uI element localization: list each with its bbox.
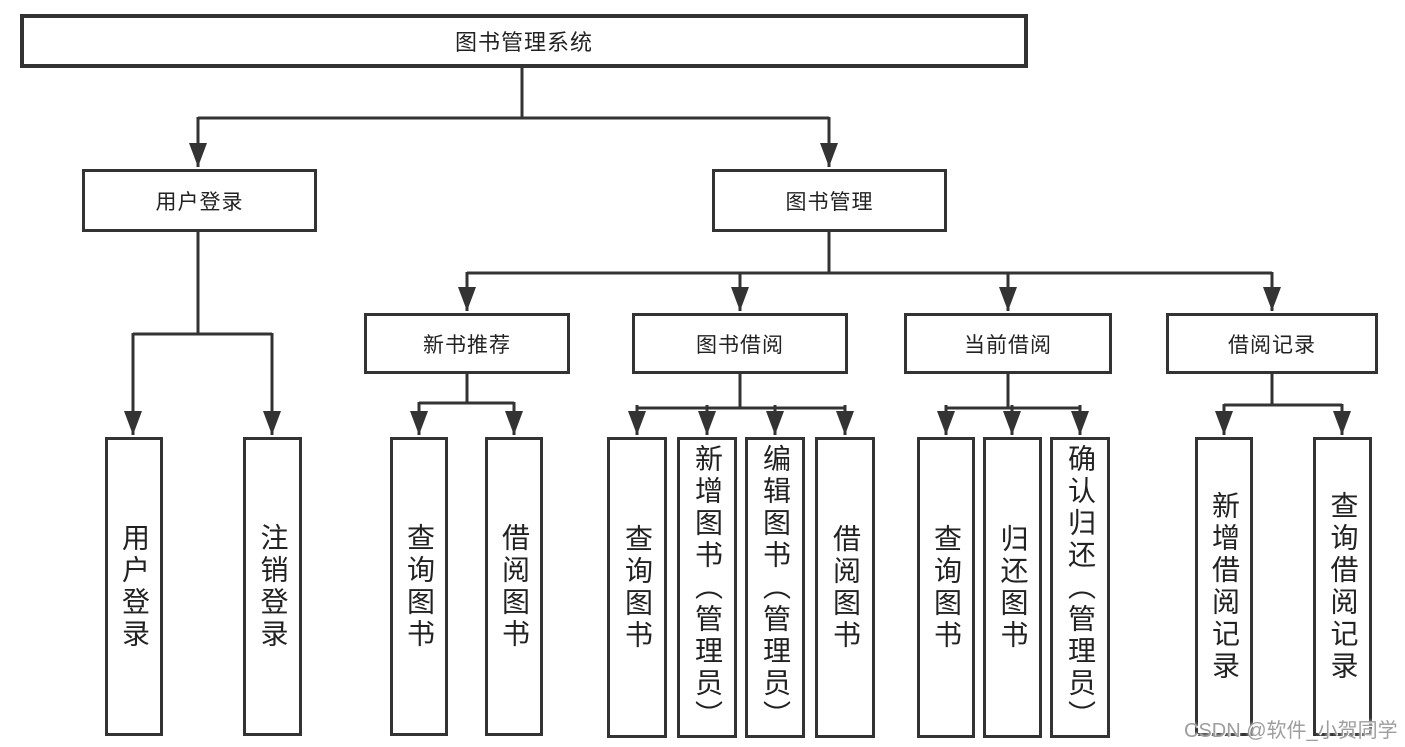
leaf-br-add-record: 新增借阅记录 (1195, 437, 1253, 736)
leaf-bb-query-books-label: 查询图书 (622, 523, 653, 652)
node-new-book-recommend-label: 新书推荐 (423, 333, 511, 357)
node-user-login: 用户登录 (82, 169, 317, 232)
leaf-logout-label: 注销登录 (257, 522, 289, 651)
csdn-watermark: CSDN @软件_小贺同学 (1184, 720, 1398, 742)
leaf-br-query-record: 查询借阅记录 (1313, 437, 1372, 736)
leaf-nb-query-books: 查询图书 (390, 437, 448, 736)
leaf-br-add-record-label: 新增借阅记录 (1209, 490, 1240, 683)
leaf-cb-confirm-return-label: 确认归还（管理员） (1065, 443, 1096, 732)
leaf-cb-query-books-label: 查询图书 (931, 523, 962, 652)
leaf-cb-return-books-label: 归还图书 (997, 523, 1029, 652)
node-book-borrowing-label: 图书借阅 (696, 333, 784, 357)
leaf-bb-borrow-books-label: 借阅图书 (830, 523, 861, 652)
node-borrowing-records: 借阅记录 (1166, 313, 1378, 374)
node-borrowing-records-label: 借阅记录 (1228, 333, 1316, 357)
node-user-login-label: 用户登录 (155, 190, 244, 214)
leaf-bb-edit-books-label: 编辑图书（管理员） (760, 443, 791, 732)
leaf-cb-query-books: 查询图书 (917, 437, 975, 738)
node-root: 图书管理系统 (20, 14, 1028, 68)
leaf-user-login-label: 用户登录 (119, 522, 150, 651)
leaf-bb-add-books-label: 新增图书（管理员） (692, 443, 723, 732)
leaf-nb-borrow-books: 借阅图书 (485, 437, 543, 736)
leaf-cb-confirm-return: 确认归还（管理员） (1050, 437, 1110, 738)
leaf-user-login: 用户登录 (105, 437, 163, 736)
leaf-bb-query-books: 查询图书 (607, 437, 667, 738)
leaf-bb-borrow-books: 借阅图书 (815, 437, 875, 738)
leaf-cb-return-books: 归还图书 (983, 437, 1042, 738)
leaf-nb-query-books-label: 查询图书 (404, 522, 435, 651)
tree-edges (124, 68, 1351, 435)
node-current-borrowing-label: 当前借阅 (964, 333, 1052, 357)
node-current-borrowing: 当前借阅 (904, 313, 1112, 374)
leaf-bb-add-books: 新增图书（管理员） (677, 437, 737, 738)
leaf-bb-edit-books: 编辑图书（管理员） (745, 437, 805, 738)
node-new-book-recommend: 新书推荐 (364, 313, 570, 374)
leaf-br-query-record-label: 查询借阅记录 (1327, 490, 1359, 683)
leaf-logout: 注销登录 (243, 437, 302, 736)
node-book-management-label: 图书管理 (785, 190, 874, 214)
node-root-label: 图书管理系统 (454, 30, 593, 55)
node-book-borrowing: 图书借阅 (632, 313, 848, 374)
node-book-management: 图书管理 (712, 169, 947, 232)
leaf-nb-borrow-books-label: 借阅图书 (499, 522, 530, 651)
